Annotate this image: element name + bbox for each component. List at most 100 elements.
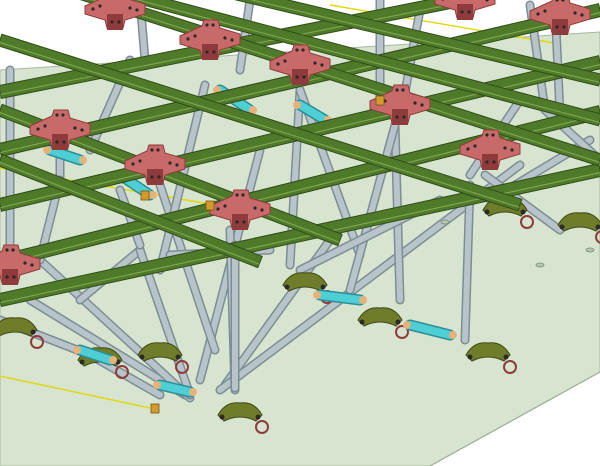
bolt-icon (235, 193, 239, 197)
node-hub (457, 4, 473, 20)
node-plate (209, 189, 271, 229)
actuator-end-cap (189, 388, 197, 396)
bolt-icon (175, 163, 179, 167)
bolt-icon (395, 88, 399, 92)
actuator-end-cap (109, 356, 117, 364)
cable-wire (0, 375, 151, 409)
bolt-icon (135, 8, 139, 12)
node-plate-icon (124, 144, 186, 185)
bracket-eye-ring (115, 365, 129, 379)
grid-beam-highlight (0, 161, 260, 265)
node-plate-icon (84, 0, 146, 30)
actuator-end-cap (43, 146, 51, 154)
bolt-icon (413, 101, 417, 105)
bolt-icon (157, 175, 161, 179)
actuator-body (406, 321, 454, 339)
bolt-icon (543, 9, 547, 13)
bolt-icon (212, 50, 216, 54)
bolt-icon (110, 20, 114, 24)
bracket-eye-ring (30, 335, 44, 349)
node-hub (392, 109, 408, 125)
grid-beam (122, 0, 600, 127)
node-plate (179, 19, 241, 59)
node-hub (107, 14, 123, 30)
node-hub (552, 19, 568, 35)
grid-beam (234, 0, 600, 87)
bolt-icon (175, 354, 181, 360)
bracket-body (282, 272, 328, 292)
marker-icon (150, 403, 160, 414)
bracket-clamp-icon (465, 342, 517, 374)
bolt-icon (460, 10, 464, 14)
bolt-icon (235, 220, 239, 224)
node-plate-icon (269, 44, 331, 85)
actuator-icon (313, 289, 367, 306)
bolt-icon (11, 248, 15, 252)
bolt-icon (5, 275, 9, 279)
bolt-icon (211, 23, 215, 27)
bolt-icon (230, 38, 234, 42)
node-plate-icon (529, 0, 591, 35)
actuator-body (316, 291, 364, 304)
bolt-icon (485, 160, 489, 164)
actuator-icon (153, 379, 197, 398)
actuator-end-cap (313, 291, 321, 299)
bracket-body (465, 342, 511, 362)
node-plate (124, 144, 186, 184)
bolt-icon (216, 207, 220, 211)
actuator-end-cap (153, 381, 161, 389)
node-plate-icon (0, 244, 41, 285)
marker-layer (140, 95, 595, 414)
bolt-icon (80, 128, 84, 132)
bolt-icon (359, 319, 365, 325)
actuator-end-cap (359, 296, 367, 304)
bolt-icon (98, 4, 102, 8)
bolt-icon (276, 62, 280, 66)
bolt-icon (580, 13, 584, 17)
bolt-icon (242, 220, 246, 224)
bolt-icon (467, 10, 471, 14)
floor-anchor (440, 219, 450, 225)
bolt-icon (301, 48, 305, 52)
bolt-icon (205, 50, 209, 54)
actuator-end-cap (73, 346, 81, 354)
bolt-icon (36, 127, 40, 131)
bolt-icon (485, 133, 489, 137)
bolt-icon (295, 48, 299, 52)
bolt-icon (401, 88, 405, 92)
node-plate-icon (179, 19, 241, 60)
bracket-body (357, 307, 403, 327)
floor-anchor (585, 247, 595, 253)
bolt-icon (320, 284, 326, 290)
actuator-end-cap (249, 106, 257, 114)
bolt-icon (219, 414, 225, 420)
bolt-icon (5, 248, 9, 252)
bolt-icon (520, 209, 526, 215)
bolt-icon (150, 175, 154, 179)
bolt-icon (30, 263, 34, 267)
bolt-icon (302, 75, 306, 79)
bolt-icon (139, 354, 145, 360)
bolt-icon (562, 25, 566, 29)
grid-beam-highlight (135, 0, 600, 123)
bolt-icon (503, 146, 507, 150)
bolt-icon (138, 159, 142, 163)
marker-icon (205, 200, 215, 211)
actuator-body (46, 146, 84, 164)
bolt-icon (73, 126, 77, 130)
grid-beam-highlight (249, 0, 600, 83)
bolt-icon (193, 34, 197, 38)
grid-beam-highlight (91, 0, 600, 163)
bolt-icon (255, 414, 261, 420)
bolt-icon (61, 113, 65, 117)
bolt-icon (23, 261, 27, 265)
bolt-icon (283, 59, 287, 63)
actuator-icon (293, 99, 332, 126)
bolt-icon (492, 160, 496, 164)
bolt-icon (150, 148, 154, 152)
bolt-icon (128, 6, 132, 10)
node-plate (529, 0, 591, 34)
bolt-icon (536, 12, 540, 16)
